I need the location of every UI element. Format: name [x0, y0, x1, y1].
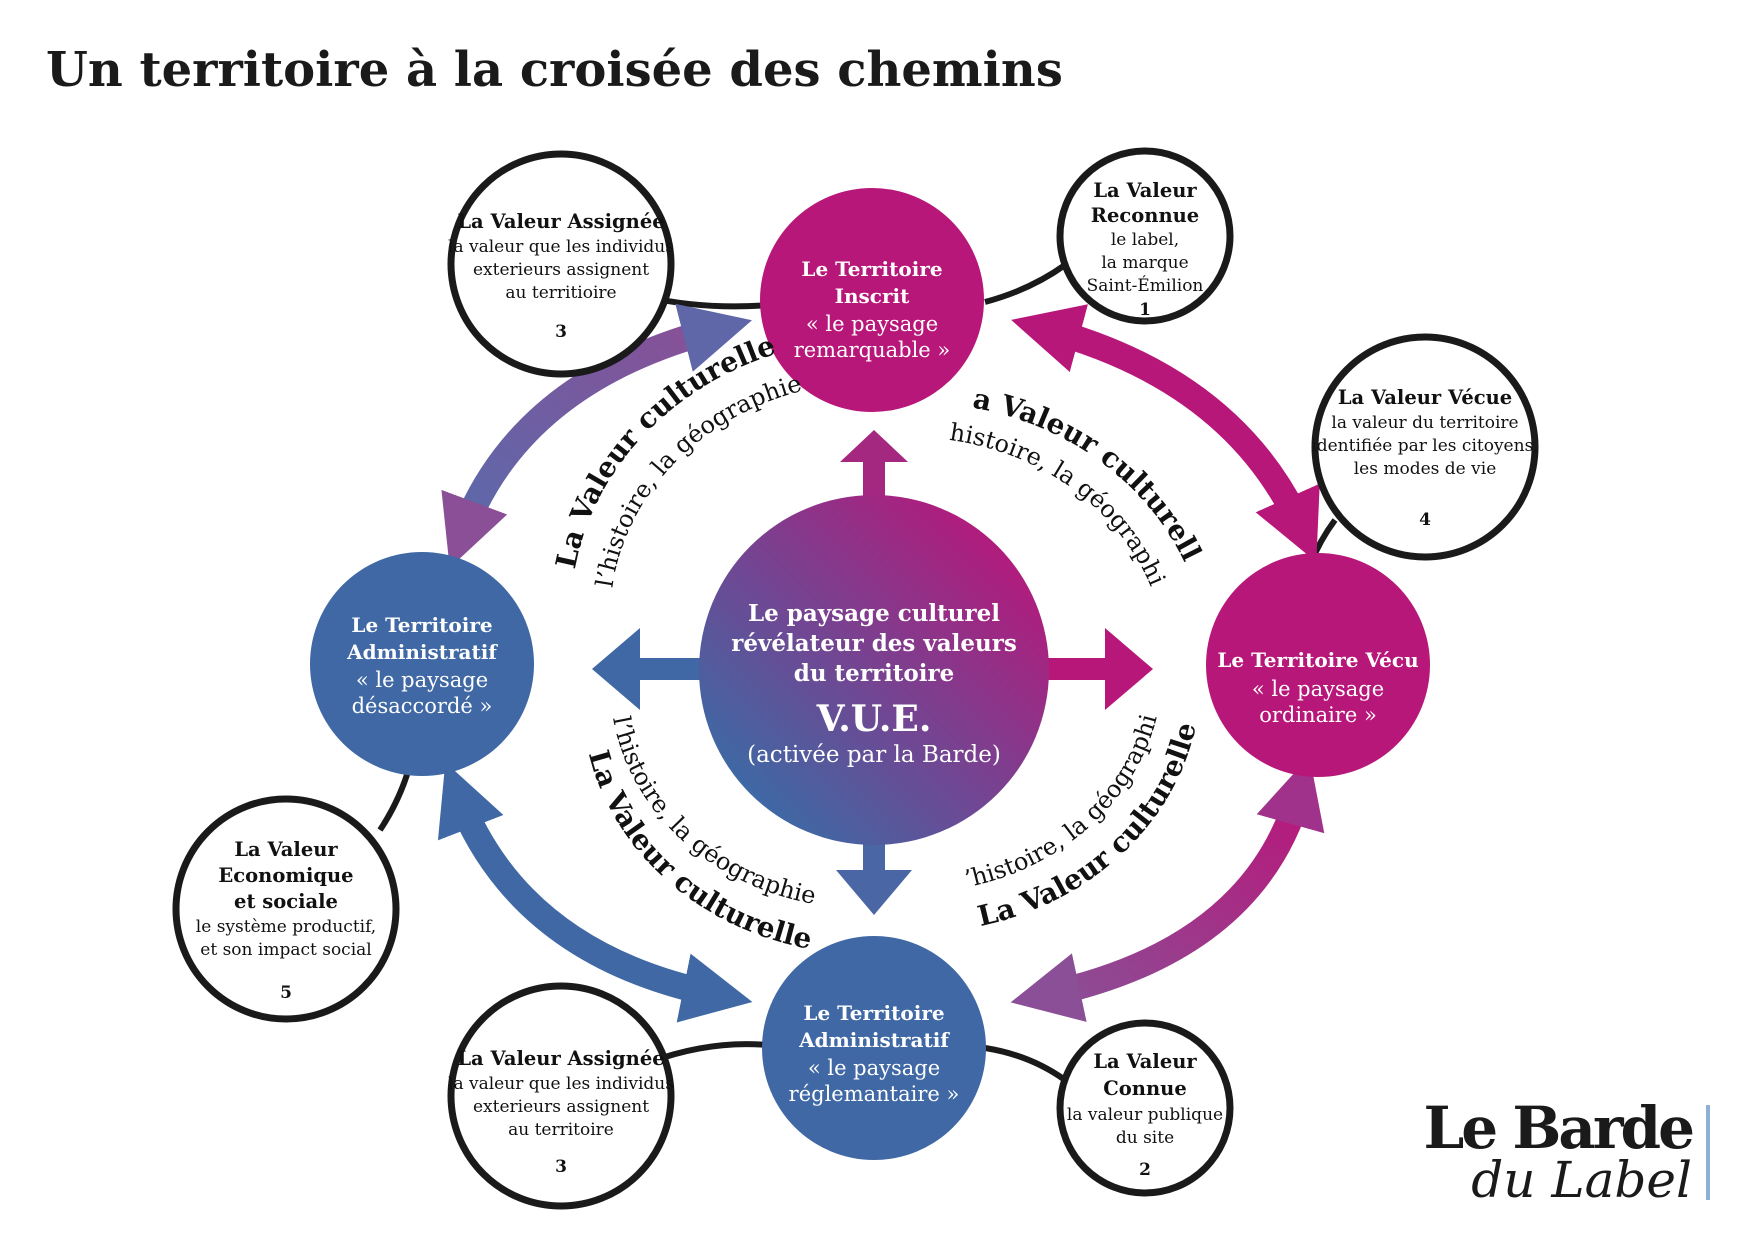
territory-vecu-desc-1: « le paysage	[1252, 677, 1384, 701]
center-line-2: révélateur des valeurs	[731, 630, 1017, 657]
arrow-bottom-right	[1010, 756, 1325, 1022]
value-vecue-desc-3: les modes de vie	[1354, 459, 1497, 479]
territory-inscrit-desc-2: remarquable »	[794, 338, 951, 362]
center-line-3: du territoire	[794, 660, 955, 687]
value-assignee-bottom-number: 3	[555, 1157, 567, 1177]
value-vecue: La Valeur Vécue la valeur du territoire …	[1311, 333, 1539, 561]
territory-inscrit-name-2: Inscrit	[835, 284, 910, 308]
value-economique-desc-1: le système productif,	[196, 917, 376, 937]
value-connue-desc-1: la valeur publique	[1067, 1105, 1223, 1125]
value-connue-title-2: Connue	[1103, 1077, 1186, 1100]
value-reconnue-desc-2: la marque	[1101, 253, 1188, 273]
value-economique-title-1: La Valeur	[234, 838, 338, 861]
territory-administratif-left-desc-2: désaccordé »	[352, 694, 493, 718]
territory-inscrit-desc-1: « le paysage	[806, 312, 938, 336]
territory-administratif-bottom-desc-2: réglemantaire »	[789, 1082, 960, 1106]
territory-administratif-bottom-name-1: Le Territoire	[803, 1001, 944, 1025]
territory-administratif-bottom-desc-1: « le paysage	[808, 1056, 940, 1080]
value-reconnue-number: 1	[1139, 300, 1151, 320]
territory-inscrit-name-1: Le Territoire	[801, 257, 942, 281]
value-reconnue-desc-1: le label,	[1111, 230, 1179, 250]
value-assignee-top-desc-2: exterieurs assignent	[473, 260, 649, 280]
logo: Le Barde du Label	[1424, 1094, 1710, 1209]
value-assignee-bottom-title: La Valeur Assignée	[457, 1047, 664, 1070]
page-title: Un territoire à la croisée des chemins	[46, 42, 1063, 98]
arrow-bottom-left	[437, 762, 753, 1023]
territory-administratif-left-name-1: Le Territoire	[351, 613, 492, 637]
value-reconnue: La Valeur Reconnue le label, la marque S…	[1056, 147, 1234, 325]
value-connue-number: 2	[1139, 1160, 1151, 1180]
logo-line-1: Le Barde	[1424, 1094, 1694, 1162]
value-assignee-top-number: 3	[555, 322, 567, 342]
arrow-top-right	[1011, 304, 1320, 563]
value-assignee-bottom-desc-2: exterieurs assignent	[473, 1097, 649, 1117]
outer-arrows	[437, 303, 1325, 1023]
arc-labels: La Valeur culturelle l’histoire, la géog…	[0, 0, 1208, 956]
value-assignee-top: La Valeur Assignée la valeur que les ind…	[447, 150, 675, 378]
value-economique-desc-2: et son impact social	[200, 940, 371, 960]
territory-vecu-name: Le Territoire Vécu	[1217, 648, 1418, 672]
value-assignee-bottom-desc-3: au territoire	[508, 1120, 614, 1140]
territory-vecu: Le Territoire Vécu « le paysage ordinair…	[1206, 553, 1430, 777]
value-economique-title-2: Economique	[218, 864, 353, 887]
center-activated: (activée par la Barde)	[747, 742, 1001, 768]
value-economique: La Valeur Economique et sociale le systè…	[172, 795, 400, 1023]
value-vecue-desc-2: identifiée par les citoyens,	[1311, 436, 1538, 456]
value-vecue-number: 4	[1419, 510, 1431, 530]
value-connue: La Valeur Connue la valeur publique du s…	[1056, 1019, 1234, 1197]
center-line-1: Le paysage culturel	[748, 600, 1000, 627]
value-vecue-desc-1: la valeur du territoire	[1331, 413, 1518, 433]
arrow-top-left	[441, 303, 752, 568]
value-vecue-title: La Valeur Vécue	[1338, 386, 1512, 409]
value-connue-title-1: La Valeur	[1093, 1050, 1197, 1073]
territory-administratif-bottom: Le Territoire Administratif « le paysage…	[762, 936, 986, 1160]
territory-administratif-bottom-name-2: Administratif	[798, 1028, 950, 1052]
value-assignee-bottom: La Valeur Assignée la valeur que les ind…	[447, 982, 675, 1210]
value-reconnue-title-1: La Valeur	[1093, 179, 1197, 202]
value-assignee-top-desc-1: la valeur que les individus	[448, 237, 674, 257]
territory-inscrit: Le Territoire Inscrit « le paysage remar…	[760, 188, 984, 412]
territory-vecu-desc-2: ordinaire »	[1259, 703, 1377, 727]
value-connue-desc-2: du site	[1116, 1128, 1174, 1148]
logo-line-2: du Label	[1471, 1151, 1692, 1209]
value-reconnue-title-2: Reconnue	[1091, 204, 1199, 227]
center-acronym: V.U.E.	[816, 698, 932, 740]
territory-administratif-left: Le Territoire Administratif « le paysage…	[310, 552, 534, 776]
territory-administratif-left-name-2: Administratif	[346, 640, 498, 664]
logo-bar	[1706, 1105, 1710, 1200]
value-assignee-bottom-desc-1: la valeur que les individus	[448, 1074, 674, 1094]
center-circle: Le paysage culturel révélateur des valeu…	[699, 495, 1049, 845]
value-economique-number: 5	[280, 983, 292, 1003]
value-economique-title-3: et sociale	[234, 890, 338, 913]
value-assignee-top-title: La Valeur Assignée	[457, 210, 664, 233]
value-reconnue-desc-3: Saint-Émilion	[1087, 275, 1204, 296]
value-assignee-top-desc-3: au territioire	[505, 283, 616, 303]
territory-administratif-left-desc-1: « le paysage	[356, 668, 488, 692]
